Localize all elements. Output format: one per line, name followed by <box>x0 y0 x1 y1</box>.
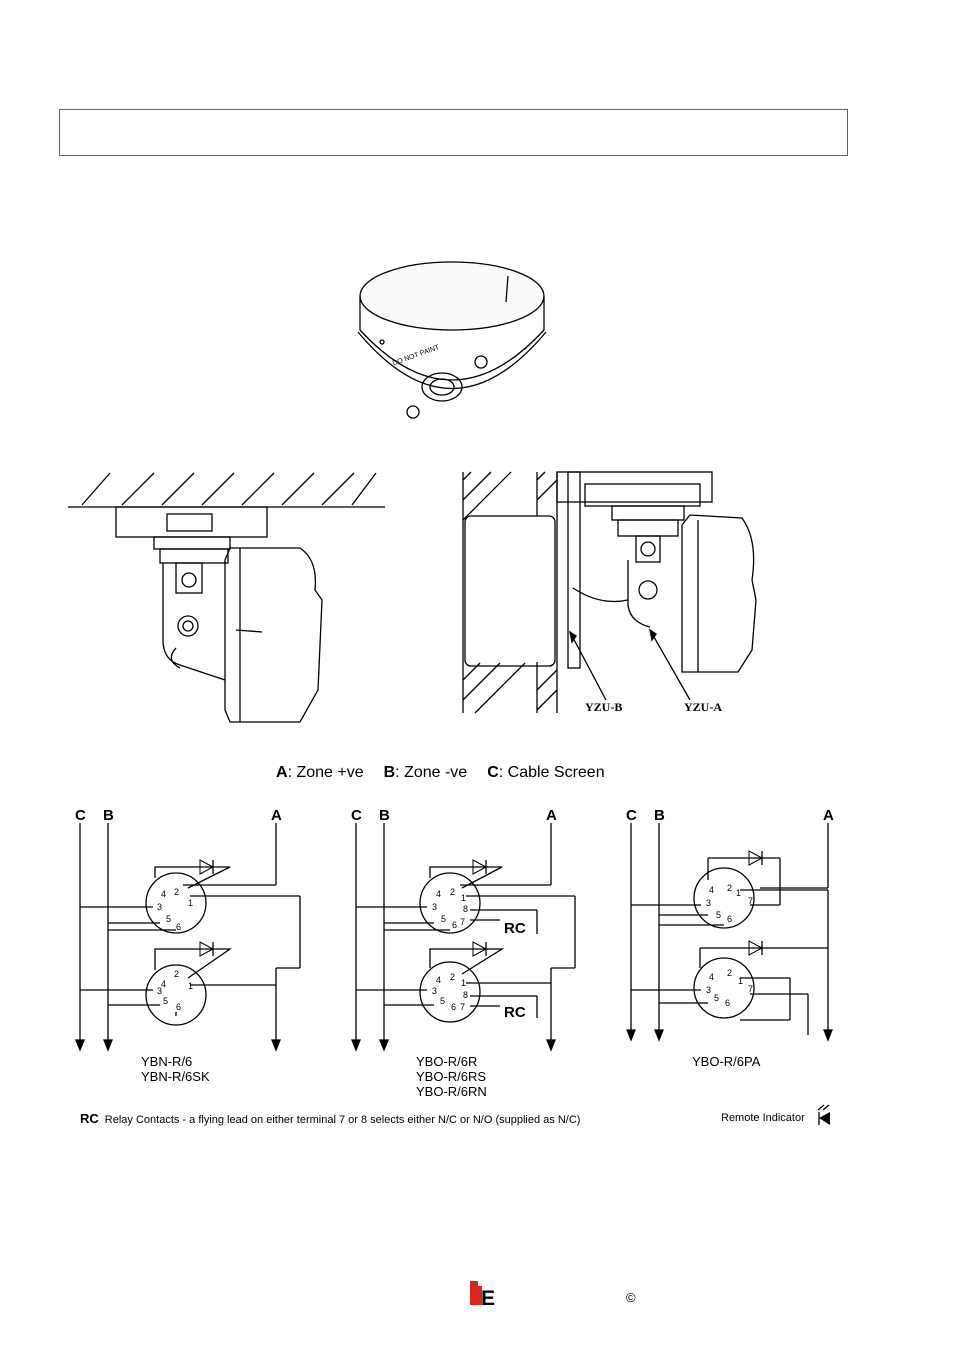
legend-a-text: : Zone +ve <box>287 764 364 781</box>
footnote-key: RC <box>80 1111 99 1126</box>
svg-text:8: 8 <box>463 990 468 1000</box>
svg-text:4: 4 <box>436 975 441 985</box>
svg-text:4: 4 <box>161 889 166 899</box>
legend-b-key: B <box>383 764 396 781</box>
svg-text:2: 2 <box>174 887 179 897</box>
svg-text:4: 4 <box>161 979 166 989</box>
svg-text:2: 2 <box>174 969 179 979</box>
svg-text:1: 1 <box>188 981 193 991</box>
wiring-diagram-2 <box>351 823 576 1052</box>
company-logo: E <box>470 1281 495 1310</box>
svg-text:3: 3 <box>706 985 711 995</box>
rc-label-upper: RC <box>504 920 526 937</box>
svg-text:8: 8 <box>463 904 468 914</box>
diagram-1-a-label: A <box>271 807 282 824</box>
svg-text:2: 2 <box>727 883 732 893</box>
remote-indicator-label: Remote Indicator <box>721 1112 805 1124</box>
svg-text:3: 3 <box>432 986 437 996</box>
rc-label-lower: RC <box>504 1004 526 1021</box>
svg-text:2: 2 <box>450 972 455 982</box>
svg-text:E: E <box>481 1287 495 1310</box>
svg-text:2: 2 <box>450 887 455 897</box>
footnote-text: Relay Contacts - a flying lead on either… <box>104 1114 581 1126</box>
header-box <box>59 109 848 156</box>
svg-text:7: 7 <box>460 1002 465 1012</box>
svg-text:3: 3 <box>157 986 162 996</box>
do-not-paint-label: DO NOT PAINT <box>392 344 441 368</box>
svg-text:6: 6 <box>451 1002 456 1012</box>
diagram-3-b-label: B <box>654 807 665 824</box>
svg-text:7: 7 <box>748 896 753 906</box>
svg-text:6: 6 <box>176 1002 181 1012</box>
wiring-legend: A: Zone +ve B: Zone -ve C: Cable Screen <box>276 764 605 782</box>
svg-text:6: 6 <box>176 922 181 932</box>
diagram-3-a-label: A <box>823 807 834 824</box>
diagram-1-c-label: C <box>75 807 86 824</box>
detector-photo: DO NOT PAINT <box>357 261 547 419</box>
svg-text:3: 3 <box>157 902 162 912</box>
model-label: YBO-R/6RS <box>416 1069 487 1084</box>
svg-text:1: 1 <box>461 978 466 988</box>
diagram-3-models: YBO-R/6PA <box>692 1054 760 1069</box>
svg-text:4: 4 <box>436 889 441 899</box>
model-label: YBN-R/6SK <box>141 1069 210 1084</box>
svg-text:1: 1 <box>461 893 466 903</box>
svg-text:6: 6 <box>727 914 732 924</box>
legend-c-key: C <box>487 764 499 781</box>
diagram-2-c-label: C <box>351 807 362 824</box>
legend-b-text: : Zone -ve <box>395 764 468 781</box>
model-label: YBO-R/6R <box>416 1054 478 1069</box>
svg-text:6: 6 <box>725 998 730 1008</box>
wiring-diagram-1 <box>75 823 301 1052</box>
svg-text:5: 5 <box>440 996 445 1006</box>
yzu-b-label: YZU-B <box>585 700 623 714</box>
ceiling-mount-drawing <box>68 472 385 723</box>
svg-text:7: 7 <box>460 917 465 927</box>
diagram-3-c-label: C <box>626 807 637 824</box>
model-label: YBN-R/6 <box>141 1054 193 1069</box>
svg-text:1: 1 <box>738 976 743 986</box>
wiring-diagram-3 <box>626 823 833 1042</box>
svg-text:1: 1 <box>188 898 193 908</box>
svg-text:5: 5 <box>716 910 721 920</box>
svg-text:4: 4 <box>709 972 714 982</box>
svg-text:5: 5 <box>163 996 168 1006</box>
svg-text:1: 1 <box>736 888 741 898</box>
model-label: YBO-R/6RN <box>416 1084 487 1099</box>
diagram-1-b-label: B <box>103 807 114 824</box>
legend-a-key: A <box>276 764 288 781</box>
svg-text:5: 5 <box>714 993 719 1003</box>
svg-text:3: 3 <box>706 898 711 908</box>
yzu-a-label: YZU-A <box>684 700 722 714</box>
diagram-2-b-label: B <box>379 807 390 824</box>
svg-text:3: 3 <box>432 902 437 912</box>
diagram-2-models: YBO-R/6R YBO-R/6RS YBO-R/6RN <box>416 1054 487 1099</box>
svg-text:6: 6 <box>452 920 457 930</box>
svg-text:5: 5 <box>166 914 171 924</box>
remote-indicator-icon <box>817 1104 830 1125</box>
relay-contacts-footnote: RC Relay Contacts - a flying lead on eith… <box>80 1111 580 1126</box>
svg-text:4: 4 <box>709 885 714 895</box>
diagram-1-models: YBN-R/6 YBN-R/6SK <box>141 1054 210 1084</box>
legend-c-text: : Cable Screen <box>498 764 605 781</box>
diagram-2-a-label: A <box>546 807 557 824</box>
model-label: YBO-R/6PA <box>692 1054 761 1069</box>
svg-text:2: 2 <box>727 968 732 978</box>
copyright-symbol: © <box>626 1290 636 1305</box>
svg-text:5: 5 <box>441 914 446 924</box>
wall-mount-drawing <box>462 471 757 714</box>
svg-text:7: 7 <box>748 984 753 994</box>
